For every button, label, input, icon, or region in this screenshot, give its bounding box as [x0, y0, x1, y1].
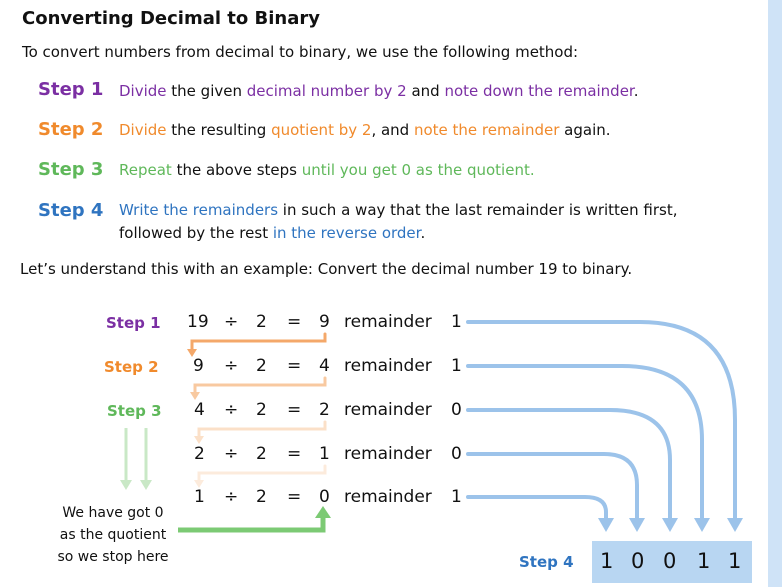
step-4-part-5: .	[420, 224, 426, 242]
step-4-text: Write the remainders in such a way that …	[119, 199, 678, 245]
row-2-divide-sign: ÷	[224, 356, 239, 376]
step-2-text: Divide the resulting quotient by 2, and …	[119, 119, 611, 142]
step-2-part-1: Divide	[119, 121, 167, 139]
row-2-remainder-word: remainder	[344, 356, 432, 376]
row-4-divide-sign: ÷	[224, 444, 239, 464]
remainder-arrow-3	[466, 408, 672, 522]
row-5-quotient: 0	[319, 487, 330, 507]
row-4-equals: =	[287, 444, 302, 464]
row-1-divisor: 2	[256, 312, 267, 332]
quotient-arrow-4	[197, 464, 327, 483]
row-4-quotient: 1	[319, 444, 330, 464]
step-4-label: Step 4	[38, 200, 104, 221]
stop-note-line-3: so we stop here	[57, 549, 169, 565]
row-2-remainder: 1	[451, 356, 462, 376]
row-3-remainder: 0	[451, 400, 462, 420]
step-2-part-3: quotient by 2	[271, 121, 372, 139]
step-2-label: Step 2	[38, 119, 104, 140]
row-1-equals: =	[287, 312, 302, 332]
row-1-quotient: 9	[319, 312, 330, 332]
step-2-part-6: again.	[559, 121, 611, 139]
diagram-step-2-label: Step 2	[104, 358, 159, 376]
binary-digit-5: 1	[728, 549, 742, 573]
row-5-divisor: 2	[256, 487, 267, 507]
diagram-step-4-label: Step 4	[519, 553, 574, 571]
stop-arrow	[178, 516, 326, 533]
row-2-dividend: 9	[193, 356, 204, 376]
step-1-part-4: and	[406, 82, 445, 100]
row-3-divide-sign: ÷	[224, 400, 239, 420]
row-4-remainder: 0	[451, 444, 462, 464]
step-3-part-2: the above steps	[171, 161, 302, 179]
row-2-quotient: 4	[319, 356, 330, 376]
page-title: Converting Decimal to Binary	[22, 8, 320, 29]
row-3-quotient: 2	[319, 400, 330, 420]
row-3-remainder-word: remainder	[344, 400, 432, 420]
stop-note-line-2: as the quotient	[59, 527, 167, 543]
step-4-part-2: in such a way that the last remainder is…	[278, 201, 678, 219]
binary-result-box	[592, 541, 752, 583]
stop-note: We have got 0 as the quotient so we stop…	[48, 502, 178, 568]
row-5-divide-sign: ÷	[224, 487, 239, 507]
row-1-dividend: 19	[187, 312, 209, 332]
step-4-part-1: Write the remainders	[119, 201, 279, 219]
remainder-arrow-2	[466, 364, 704, 522]
remainder-arrow-1	[466, 320, 737, 522]
quotient-arrow-2	[193, 376, 327, 395]
step-4-part-4: in the reverse order	[272, 224, 421, 242]
row-2-divisor: 2	[256, 356, 267, 376]
row-1-remainder-word: remainder	[344, 312, 432, 332]
binary-digit-1: 1	[600, 549, 614, 573]
binary-digit-4: 1	[697, 549, 711, 573]
row-3-equals: =	[287, 400, 302, 420]
row-4-dividend: 2	[194, 444, 205, 464]
quotient-arrow-3	[197, 420, 327, 439]
row-5-remainder: 1	[451, 487, 462, 507]
row-5-equals: =	[287, 487, 302, 507]
row-4-remainder-word: remainder	[344, 444, 432, 464]
example-intro: Let’s understand this with an example: C…	[20, 260, 633, 278]
intro-text: To convert numbers from decimal to binar…	[22, 43, 579, 61]
row-3-dividend: 4	[194, 400, 205, 420]
step-3-text: Repeat the above steps until you get 0 a…	[119, 159, 535, 182]
step-1-part-1: Divide	[119, 82, 167, 100]
remainder-arrow-5	[466, 495, 608, 522]
diagram-step-3-label: Step 3	[107, 402, 162, 420]
step-1-part-6: .	[633, 82, 639, 100]
step-2-part-2: the resulting	[166, 121, 272, 139]
row-5-dividend: 1	[194, 487, 205, 507]
step-4-part-3: followed by the rest	[119, 224, 273, 242]
row-4-divisor: 2	[256, 444, 267, 464]
step-2-part-4: , and	[371, 121, 414, 139]
row-5-remainder-word: remainder	[344, 487, 432, 507]
diagram-step-1-label: Step 1	[106, 314, 161, 332]
step-1-part-5: note down the remainder	[444, 82, 634, 100]
step-1-label: Step 1	[38, 79, 104, 100]
step-1-text: Divide the given decimal number by 2 and…	[119, 80, 639, 103]
row-1-remainder: 1	[451, 312, 462, 332]
stop-note-line-1: We have got 0	[62, 505, 164, 521]
step-3-label: Step 3	[38, 159, 104, 180]
step-1-part-3: decimal number by 2	[246, 82, 407, 100]
step-3-part-1: Repeat	[119, 161, 172, 179]
step-3-part-3: until you get 0 as the quotient.	[301, 161, 535, 179]
step-2-part-5: note the remainder	[413, 121, 560, 139]
quotient-arrow-1	[190, 332, 327, 352]
row-3-divisor: 2	[256, 400, 267, 420]
remainder-arrow-4	[466, 452, 639, 522]
row-1-divide-sign: ÷	[224, 312, 239, 332]
row-2-equals: =	[287, 356, 302, 376]
step-1-part-2: the given	[166, 82, 247, 100]
binary-digit-3: 0	[663, 549, 677, 573]
binary-digit-2: 0	[631, 549, 645, 573]
